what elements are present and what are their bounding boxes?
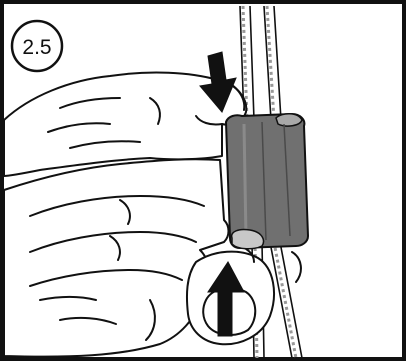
down-arrow-icon bbox=[199, 51, 237, 113]
step-badge: 2.5 bbox=[10, 19, 64, 73]
up-arrow-icon bbox=[207, 261, 245, 337]
step-badge-circle bbox=[10, 19, 64, 73]
wire-rope-right bbox=[263, 5, 303, 359]
step-badge-label: 2.5 bbox=[22, 36, 51, 59]
crimp-sleeve bbox=[224, 112, 310, 250]
